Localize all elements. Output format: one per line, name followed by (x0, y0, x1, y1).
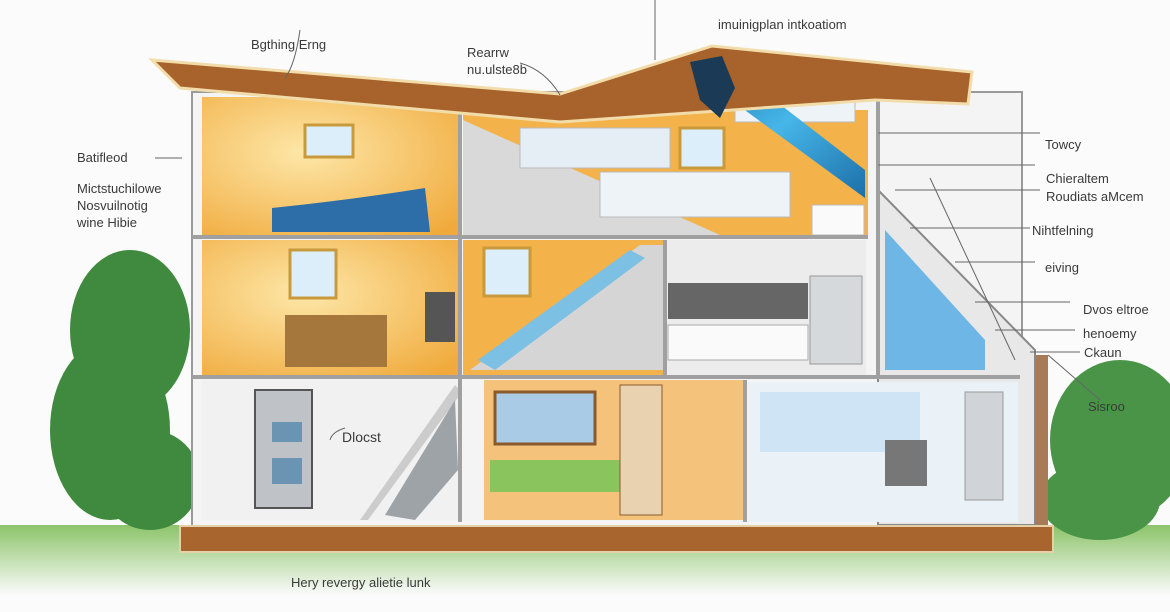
counter (667, 324, 809, 361)
window (288, 248, 338, 300)
label-right-4: eiving (1045, 260, 1079, 275)
window (493, 390, 597, 446)
bed (272, 188, 430, 232)
label-bottom: Hery revergy alietie lunk (291, 575, 431, 590)
label-line: Mictstuchilowe (77, 181, 162, 196)
label-right-1: Towcy (1045, 137, 1082, 152)
label-duct: Dlocst (342, 429, 381, 445)
duct-outlet (690, 56, 735, 118)
label-right-3: Nihtfelning (1032, 223, 1094, 238)
wall-section (1036, 355, 1048, 525)
tree-left (50, 250, 200, 530)
label-right-7: Ckaun (1084, 345, 1122, 360)
annex-window (885, 230, 985, 370)
structure-lines (192, 95, 1020, 522)
label-right-5: Dvos eltroe (1083, 302, 1149, 317)
garden-view (490, 460, 620, 492)
roof (148, 44, 974, 124)
label-roof: Bgthing Erng (251, 37, 327, 52)
duct-slope (360, 385, 462, 520)
label-top-right: imuinigplan intkoatiom (718, 17, 847, 32)
heater-unit (425, 292, 455, 342)
ductwork (385, 400, 458, 520)
label-line: Chieraltem (1046, 171, 1109, 186)
label-left-1: Batifleod (77, 150, 128, 165)
vent-panel (519, 127, 671, 169)
stove (885, 440, 927, 486)
leader-lines (155, 0, 1101, 441)
label-line: Rearrw (467, 45, 509, 60)
stair-rail (478, 250, 645, 370)
label-line: Roudiats aMcem (1046, 189, 1144, 204)
window (482, 246, 532, 298)
label-right-8: Sisroo (1088, 399, 1125, 414)
tree-right (1040, 360, 1170, 540)
backsplash (668, 283, 808, 319)
ladder-stairs (619, 384, 663, 516)
furnace (254, 389, 313, 509)
fridge (964, 391, 1004, 501)
refrigerator (809, 275, 863, 365)
window (303, 123, 355, 159)
label-roof-right: Rearrw nu.ulste8b (467, 44, 527, 78)
foundation (179, 525, 1054, 553)
label-line: nu.ulste8b (467, 62, 527, 77)
label-left-2: Mictstuchilowe Nosvuilnotig wine Hibie (77, 180, 162, 231)
label-line: Nosvuilnotig (77, 198, 148, 213)
cabinet (285, 315, 387, 367)
furnace-panel (272, 458, 302, 484)
air-unit (811, 204, 865, 236)
vent-panel (599, 171, 791, 218)
label-line: wine Hibie (77, 215, 137, 230)
furnace-panel (272, 422, 302, 442)
label-right-2: Chieraltem Roudiats aMcem (1046, 170, 1144, 206)
label-right-6: henoemy (1083, 326, 1137, 341)
window (678, 126, 726, 170)
